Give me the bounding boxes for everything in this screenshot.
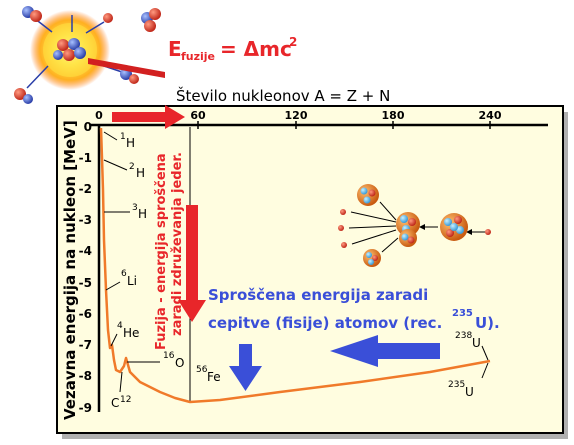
nuclide-li6: 6 Li [105, 269, 137, 291]
svg-text:12: 12 [120, 395, 131, 405]
svg-text:O: O [175, 356, 184, 370]
svg-text:Fe: Fe [207, 370, 221, 384]
svg-text:2: 2 [289, 35, 297, 49]
x-tick-label: 240 [479, 109, 502, 122]
svg-text:1: 1 [120, 132, 126, 142]
fusion-text-line2: zaradi združevanja jeder. [170, 152, 185, 336]
fusion-energy-equation: E fuzije = Δmc 2 [168, 35, 297, 63]
svg-text:H: H [126, 136, 135, 150]
x-axis-title: Število nukleonov A = Z + N [176, 86, 390, 105]
y-tick-label: -4 [79, 244, 92, 258]
nuclide-h1: 1 H [103, 131, 135, 150]
fission-text-line2: cepitve (fisije) atomov (rec. 235 U). [208, 308, 500, 332]
fission-illustration [338, 184, 491, 267]
nuclide-fe56: 56 Fe [196, 365, 221, 384]
svg-text:fuzije: fuzije [181, 50, 215, 63]
svg-text:U: U [465, 385, 474, 399]
y-tick-label: 0 [84, 120, 92, 134]
svg-text:16: 16 [163, 351, 175, 361]
y-tick-label: -9 [79, 401, 92, 415]
nuclide-u238: 238 U [455, 331, 489, 361]
fusion-text-line1: Fuzija - energija sproščena [154, 153, 169, 350]
svg-text:= Δmc: = Δmc [213, 37, 292, 61]
svg-text:C: C [111, 396, 119, 410]
svg-text:235: 235 [452, 308, 473, 319]
svg-text:U).: U). [475, 314, 500, 332]
nuclide-c12: C 12 [111, 371, 131, 410]
svg-text:4: 4 [117, 321, 123, 331]
nuclide-h2: 2 H [103, 159, 145, 180]
y-tick-label: -6 [79, 307, 92, 321]
fission-arrow-down [229, 344, 262, 391]
fission-fragment-top [357, 184, 379, 206]
svg-text:Li: Li [127, 274, 137, 288]
star-pointer-arrow [88, 58, 165, 78]
y-tick-label: -5 [79, 276, 92, 290]
fusion-arrow-vertical [178, 205, 206, 322]
svg-text:U: U [472, 336, 481, 350]
x-tick-label: 0 [95, 109, 103, 122]
fission-fragment-bottom [363, 249, 381, 267]
nuclide-h3: 3 H [104, 203, 147, 221]
svg-text:56: 56 [196, 365, 208, 375]
fission-arrow-horizontal [330, 335, 440, 367]
svg-text:E: E [168, 37, 182, 61]
y-axis-ticks: 0 -1 -2 -3 -4 -5 -6 -7 -8 -9 [79, 120, 92, 415]
fusion-arrow-horizontal [112, 105, 185, 129]
svg-text:6: 6 [121, 269, 127, 279]
fusion-star-illustration [14, 6, 165, 104]
svg-text:H: H [136, 166, 145, 180]
y-tick-label: -3 [79, 213, 92, 227]
x-tick-label: 120 [285, 109, 308, 122]
svg-text:cepitve (fisije) atomov (rec.: cepitve (fisije) atomov (rec. [208, 314, 442, 332]
svg-text:He: He [123, 326, 139, 340]
uranium-nucleus [440, 213, 468, 241]
nuclide-he4: 4 He [110, 321, 139, 347]
particle-cluster [14, 6, 161, 104]
split-nucleus [396, 212, 420, 247]
y-tick-label: -7 [79, 338, 92, 352]
nuclide-u235: 235 U [448, 362, 489, 399]
svg-text:H: H [138, 207, 147, 221]
svg-text:3: 3 [132, 203, 138, 213]
x-axis-ticks: 0 60 120 180 240 [95, 109, 502, 129]
y-tick-label: -8 [79, 369, 92, 383]
fission-text-line1: Sproščena energija zaradi [208, 286, 428, 304]
nuclide-o16: 16 O [127, 351, 184, 370]
svg-text:238: 238 [455, 331, 472, 341]
svg-text:2: 2 [129, 162, 135, 172]
y-tick-label: -2 [79, 182, 92, 196]
chart-background [56, 105, 564, 434]
y-tick-label: -1 [79, 151, 92, 165]
x-tick-label: 180 [382, 109, 405, 122]
binding-energy-curve [99, 127, 491, 404]
svg-text:235: 235 [448, 380, 465, 390]
x-tick-label: 60 [190, 109, 206, 122]
y-axis-title: Vezavna energija na nukleon [MeV] [61, 120, 79, 420]
